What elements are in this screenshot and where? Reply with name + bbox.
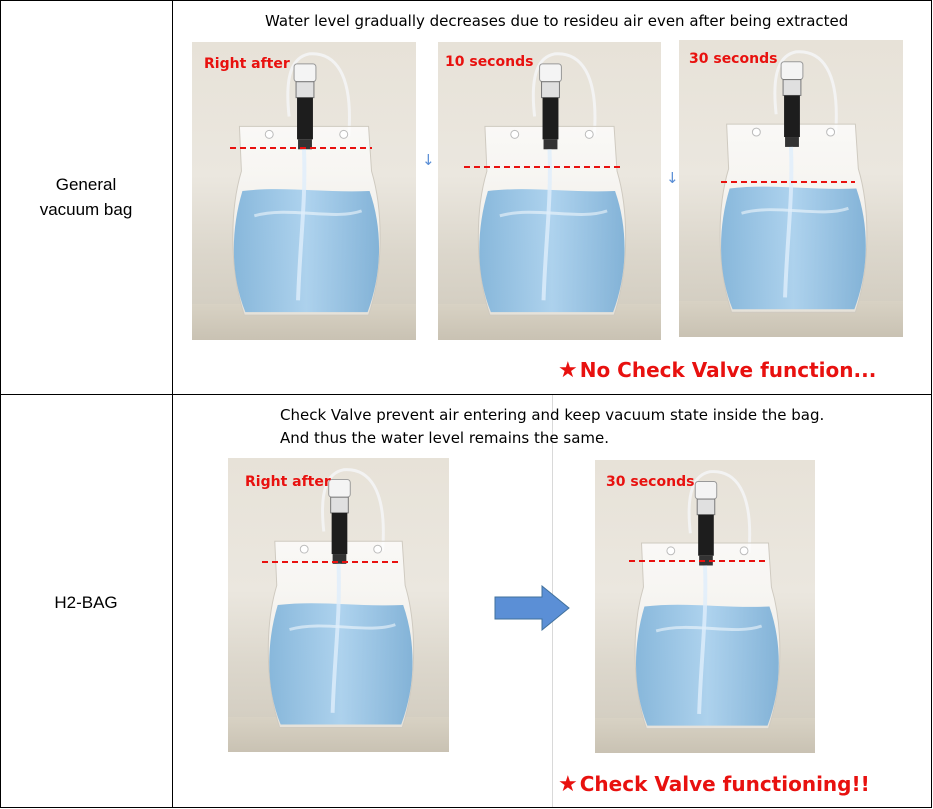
verdict-no-check-valve: ★No Check Valve function... bbox=[558, 358, 876, 383]
row-caption: Water level gradually decreases due to r… bbox=[265, 12, 849, 30]
row-caption: And thus the water level remains the sam… bbox=[280, 429, 609, 447]
bag-illustration bbox=[679, 40, 903, 337]
photo-right-after: Right after bbox=[192, 42, 416, 340]
time-stamp: Right after bbox=[245, 474, 331, 490]
time-stamp: Right after bbox=[204, 56, 290, 72]
row-label-general-vacuum-bag: General vacuum bag bbox=[0, 172, 172, 222]
time-stamp: 10 seconds bbox=[445, 54, 534, 70]
down-arrow-icon: ↓ bbox=[422, 151, 435, 169]
right-arrow-icon bbox=[494, 585, 570, 631]
row-divider bbox=[0, 394, 932, 395]
bag-illustration bbox=[262, 458, 449, 752]
column-divider bbox=[172, 0, 173, 808]
star-icon: ★ bbox=[558, 358, 578, 383]
verdict-text: Check Valve functioning!! bbox=[579, 772, 870, 796]
row-label-line: vacuum bag bbox=[39, 200, 133, 219]
bag-illustration bbox=[230, 42, 416, 340]
photo-30-seconds: 30 seconds bbox=[595, 460, 815, 753]
bag-illustration bbox=[629, 469, 782, 731]
time-stamp: 30 seconds bbox=[689, 51, 778, 67]
row-label-h2-bag: H2-BAG bbox=[54, 593, 118, 612]
verdict-check-valve-functioning: ★Check Valve functioning!! bbox=[558, 772, 870, 797]
row-caption: Check Valve prevent air entering and kee… bbox=[280, 406, 825, 424]
photo-right-after: Right after bbox=[228, 458, 449, 752]
down-arrow-icon: ↓ bbox=[666, 169, 679, 187]
photo-10-seconds: 10 seconds bbox=[438, 42, 661, 340]
row-label-line: General bbox=[55, 175, 117, 194]
time-stamp: 30 seconds bbox=[606, 474, 695, 490]
photo-30-seconds: 30 seconds bbox=[679, 40, 903, 337]
star-icon: ★ bbox=[558, 772, 578, 797]
verdict-text: No Check Valve function... bbox=[579, 358, 877, 382]
bag-illustration bbox=[464, 42, 661, 340]
